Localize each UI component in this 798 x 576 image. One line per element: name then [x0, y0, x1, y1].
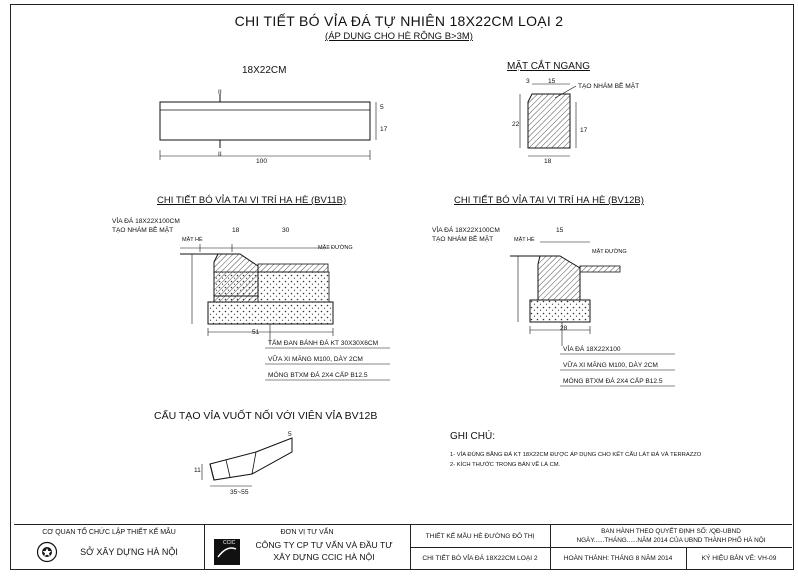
bv11b-drawing — [180, 244, 334, 344]
drawing-name: CHI TIẾT BÓ VỈA ĐÁ 18X22CM LOẠI 2 — [422, 555, 538, 562]
note-item-1: 1- VỈA ĐÚNG BẰNG ĐÁ KT 18X22CM ĐƯỢC ÁP D… — [450, 452, 702, 458]
transition-dim-side: 11 — [194, 467, 201, 474]
bv12b-layer1: VỈA ĐÁ 18X22X100 — [563, 346, 621, 353]
ccic-logo-text: CCIC — [223, 540, 236, 546]
bv12b-note1: VỈA ĐÁ 18X22X100CM — [432, 227, 500, 234]
bv12b-note2: TẠO NHÁM BỀ MẶT — [432, 236, 494, 243]
cross-section-note: TẠO NHÁM BỀ MẶT — [578, 83, 640, 90]
elevation-mark-bottom: II — [218, 151, 222, 158]
bv11b-dim-top-a: 18 — [232, 227, 240, 234]
elevation-mark-top: II — [218, 89, 222, 96]
elevation-dim-small: 5 — [380, 104, 384, 111]
consultant-line1: CÔNG TY CP TƯ VẤN VÀ ĐẦU TƯ — [255, 540, 393, 550]
bv11b-dim-top-b: 30 — [282, 227, 290, 234]
consultant-line2: XÂY DỰNG CCIC HÀ NỘI — [273, 552, 375, 562]
bv12b-drawing — [510, 241, 621, 346]
bv12b-heading: CHI TIẾT BÓ VỈA TẠI VỊ TRÍ HẠ HÈ (BV12B) — [454, 195, 644, 206]
bv12b-dim-total: 28 — [560, 325, 568, 332]
transition-heading: CẤU TẠO VỈA VUỐT NỐI VỚI VIÊN VỈA BV12B — [154, 410, 378, 422]
cross-section-heading: MẶT CẮT NGANG — [507, 61, 590, 72]
transition-drawing — [201, 437, 293, 487]
drawing-sheet-border — [10, 4, 794, 570]
cross-section-dim-base: 18 — [544, 158, 552, 165]
elevation-dim-length: 100 — [256, 158, 268, 165]
elevation-heading: 18X22CM — [242, 65, 287, 76]
bv12b-layer2: VỮA XI MĂNG M100, DÀY 2CM — [563, 362, 658, 369]
drawing-subtitle: (ÁP DỤNG CHO HÈ RỘNG B>3M) — [325, 31, 473, 42]
cross-section-dim-side: 17 — [580, 127, 588, 134]
bv11b-layer3: MÓNG BTXM ĐÁ 2X4 CẤP B12.5 — [268, 372, 368, 379]
bv12b-layer3: MÓNG BTXM ĐÁ 2X4 CẤP B12.5 — [563, 378, 663, 385]
cross-section-drawing — [519, 83, 577, 157]
ccic-logo-icon — [214, 539, 240, 565]
elevation-drawing — [159, 94, 377, 160]
transition-dim-base: 35~55 — [230, 489, 249, 496]
bv11b-note2: TẠO NHÁM BỀ MẶT — [112, 227, 174, 234]
consultant-label: ĐƠN VỊ TƯ VẤN — [280, 529, 334, 536]
cross-section-dim-height: 22 — [512, 121, 520, 128]
notes-heading: GHI CHÚ: — [450, 431, 495, 442]
cross-section-dim-top-a: 3 — [526, 78, 530, 85]
bv11b-surface-right: MẶT ĐƯỜNG — [318, 245, 353, 251]
bv12b-surface-right: MẶT ĐƯỜNG — [592, 249, 627, 255]
bv11b-note1: VỈA ĐÁ 18X22X100CM — [112, 218, 180, 225]
org-name: SỞ XÂY DỰNG HÀ NỘI — [80, 547, 178, 557]
bv11b-dim-total: 51 — [252, 329, 260, 336]
bv12b-dim-top: 15 — [556, 227, 564, 234]
seal-icon — [36, 541, 58, 563]
bv12b-layer-leaders — [560, 353, 675, 387]
title-block: CƠ QUAN TỔ CHỨC LẬP THIẾT KẾ MẪU SỞ XÂY … — [14, 524, 792, 569]
elevation-dim-height: 17 — [380, 126, 388, 133]
bv11b-layer2: VỮA XI MĂNG M100, DÀY 2CM — [268, 356, 363, 363]
bv11b-layer1: TẤM ĐAN BÁNH ĐÁ KT 30X30X6CM — [268, 340, 379, 347]
drawing-title: CHI TIẾT BÓ VỈA ĐÁ TỰ NHIÊN 18X22CM LOẠI… — [234, 13, 564, 29]
completed-date: HOÀN THÀNH: THÁNG 8 NĂM 2014 — [563, 555, 673, 562]
transition-dim-top: 5 — [288, 431, 292, 438]
org-label: CƠ QUAN TỔ CHỨC LẬP THIẾT KẾ MẪU — [42, 529, 176, 536]
decision-line1: BAN HÀNH THEO QUYẾT ĐỊNH SỐ: /QĐ-UBND — [601, 528, 741, 535]
note-item-2: 2- KÍCH THƯỚC TRONG BẢN VẼ LÀ CM. — [450, 462, 561, 468]
bv11b-surface-left: MẶT HÈ — [182, 237, 203, 243]
cross-section-dim-top-b: 15 — [548, 78, 556, 85]
design-label: THIẾT KẾ MẪU HÈ ĐƯỜNG ĐÔ THỊ — [425, 533, 535, 540]
drawing-code: KÝ HIỆU BẢN VẼ: VH-09 — [701, 555, 777, 562]
bv12b-surface-left: MẶT HÈ — [514, 237, 535, 243]
bv11b-heading: CHI TIẾT BÓ VỈA TẠI VỊ TRÍ HẠ HÈ (BV11B) — [157, 195, 347, 206]
decision-line2: NGÀY......THÁNG......NĂM 2014 CỦA UBND T… — [576, 537, 766, 544]
bv11b-layer-leaders — [265, 347, 390, 381]
